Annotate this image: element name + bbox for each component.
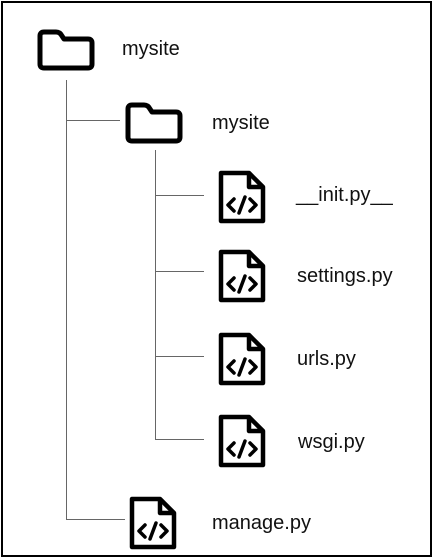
root-folder-label: mysite xyxy=(122,38,180,60)
file-label-manage: manage.py xyxy=(212,512,311,534)
file-label-init: __init.py__ xyxy=(296,184,393,206)
file-label-urls: urls.py xyxy=(297,348,356,370)
code-file-icon xyxy=(218,170,266,224)
folder-icon xyxy=(37,29,95,71)
folder-icon xyxy=(125,102,183,144)
code-file-icon xyxy=(218,414,266,468)
file-label-wsgi: wsgi.py xyxy=(298,431,365,453)
code-file-icon xyxy=(129,496,177,550)
code-file-icon xyxy=(218,249,266,303)
code-file-icon xyxy=(218,332,266,386)
file-label-settings: settings.py xyxy=(297,265,393,287)
package-folder-label: mysite xyxy=(212,112,270,134)
